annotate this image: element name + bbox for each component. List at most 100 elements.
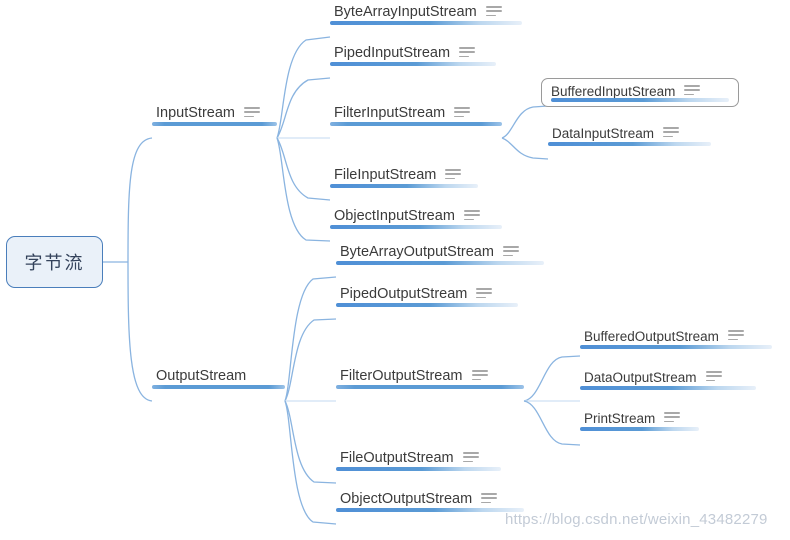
- wire-output-piped: [284, 318, 337, 402]
- wire-filter-buffered: [501, 105, 549, 139]
- wire-input-object: [276, 137, 331, 242]
- wire-output-bytearray: [284, 276, 337, 402]
- node-bytearray-output-stream[interactable]: ByteArrayOutputStream: [336, 243, 544, 265]
- notes-icon[interactable]: [663, 127, 680, 140]
- node-label: ByteArrayOutputStream: [340, 244, 494, 260]
- wire-input-file: [276, 137, 331, 201]
- node-label: ObjectInputStream: [334, 208, 455, 224]
- node-input-stream[interactable]: InputStream: [152, 104, 277, 126]
- node-piped-output-stream[interactable]: PipedOutputStream: [336, 285, 518, 307]
- node-underline: [580, 427, 699, 431]
- node-underline: [336, 303, 518, 307]
- node-label: BufferedOutputStream: [584, 329, 719, 344]
- notes-icon[interactable]: [727, 330, 744, 343]
- node-body: DataInputStream: [548, 125, 711, 146]
- notes-icon[interactable]: [445, 169, 462, 182]
- notes-icon[interactable]: [664, 412, 681, 425]
- node-underline: [152, 122, 277, 126]
- node-label: OutputStream: [156, 368, 247, 384]
- node-filter-output-stream[interactable]: FilterOutputStream: [336, 367, 524, 389]
- node-label: FilterOutputStream: [340, 368, 463, 384]
- wire-root-to-inputstream: [127, 137, 153, 263]
- notes-icon[interactable]: [471, 370, 488, 383]
- node-piped-input-stream[interactable]: PipedInputStream: [330, 44, 496, 66]
- node-filter-input-stream[interactable]: FilterInputStream: [330, 104, 502, 126]
- node-underline: [580, 345, 772, 349]
- node-body: OutputStream: [152, 368, 285, 389]
- notes-icon[interactable]: [463, 210, 480, 223]
- node-underline: [548, 142, 711, 146]
- node-body: FilterInputStream: [330, 105, 502, 126]
- notes-icon[interactable]: [705, 371, 722, 384]
- node-buffered-input-stream[interactable]: BufferedInputStream: [541, 78, 739, 107]
- wire-output-file: [284, 400, 337, 484]
- notes-icon[interactable]: [454, 107, 471, 120]
- notes-icon[interactable]: [459, 47, 476, 60]
- node-label: ObjectOutputStream: [340, 491, 473, 507]
- node-body: BufferedInputStream: [541, 78, 739, 107]
- node-body: ObjectInputStream: [330, 208, 502, 229]
- node-print-stream[interactable]: PrintStream: [580, 410, 699, 431]
- notes-icon[interactable]: [481, 493, 498, 506]
- node-object-input-stream[interactable]: ObjectInputStream: [330, 207, 502, 229]
- wire-filter-buffered-out: [523, 355, 581, 402]
- node-body: InputStream: [152, 105, 277, 126]
- node-label: PipedOutputStream: [340, 286, 468, 302]
- node-underline: [330, 21, 522, 25]
- node-data-input-stream[interactable]: DataInputStream: [548, 125, 711, 146]
- node-underline: [580, 386, 756, 390]
- node-body: FileOutputStream: [336, 450, 501, 471]
- notes-icon[interactable]: [502, 246, 519, 259]
- wire-filter-print: [523, 400, 581, 446]
- wire-filter-data: [501, 137, 549, 160]
- node-body: PipedInputStream: [330, 45, 496, 66]
- notes-icon[interactable]: [462, 452, 479, 465]
- watermark: https://blog.csdn.net/weixin_43482279: [505, 511, 768, 528]
- wire-input-piped: [276, 77, 331, 139]
- node-body: ObjectOutputStream: [336, 491, 524, 512]
- node-underline: [336, 385, 524, 389]
- root-node[interactable]: 字节流: [6, 236, 103, 288]
- node-underline: [330, 225, 502, 229]
- node-underline: [336, 508, 524, 512]
- wire-input-bytearray: [276, 36, 331, 139]
- root-node-label: 字节流: [24, 253, 85, 273]
- notes-icon[interactable]: [684, 85, 701, 98]
- notes-icon[interactable]: [476, 288, 493, 301]
- node-output-stream[interactable]: OutputStream: [152, 367, 285, 389]
- node-underline: [336, 467, 501, 471]
- node-label: DataOutputStream: [584, 370, 697, 385]
- node-body: DataOutputStream: [580, 369, 756, 390]
- notes-icon[interactable]: [244, 107, 260, 120]
- node-label: FileInputStream: [334, 167, 437, 183]
- node-underline: [152, 385, 285, 389]
- node-label: PipedInputStream: [334, 45, 451, 61]
- node-buffered-output-stream[interactable]: BufferedOutputStream: [580, 328, 772, 349]
- node-body: PipedOutputStream: [336, 286, 518, 307]
- node-file-output-stream[interactable]: FileOutputStream: [336, 449, 501, 471]
- node-file-input-stream[interactable]: FileInputStream: [330, 166, 478, 188]
- node-body: FilterOutputStream: [336, 368, 524, 389]
- node-underline: [330, 62, 496, 66]
- node-body: BufferedOutputStream: [580, 328, 772, 349]
- node-bytearray-input-stream[interactable]: ByteArrayInputStream: [330, 3, 522, 25]
- node-body: ByteArrayInputStream: [330, 4, 522, 25]
- node-label: InputStream: [156, 105, 235, 121]
- node-underline: [336, 261, 544, 265]
- node-underline: [330, 122, 502, 126]
- node-underline: [330, 184, 478, 188]
- node-label: ByteArrayInputStream: [334, 4, 477, 20]
- node-label: DataInputStream: [552, 126, 655, 141]
- node-label: PrintStream: [584, 411, 656, 426]
- node-label: FilterInputStream: [334, 105, 446, 121]
- node-underline: [551, 98, 729, 102]
- node-data-output-stream[interactable]: DataOutputStream: [580, 369, 756, 390]
- node-label: BufferedInputStream: [551, 84, 676, 99]
- notes-icon[interactable]: [485, 6, 502, 19]
- node-object-output-stream[interactable]: ObjectOutputStream: [336, 490, 524, 512]
- node-body: ByteArrayOutputStream: [336, 244, 544, 265]
- node-body: PrintStream: [580, 410, 699, 431]
- node-body: FileInputStream: [330, 167, 478, 188]
- wire-root-to-outputstream: [127, 261, 153, 402]
